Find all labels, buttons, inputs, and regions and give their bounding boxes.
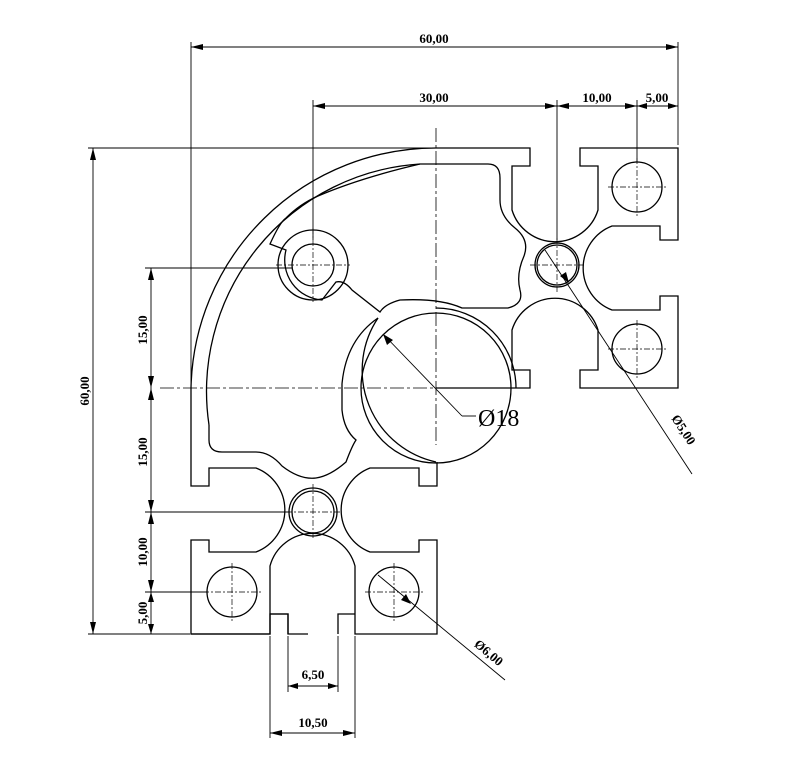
left-dimensions	[88, 147, 432, 635]
dim-slot-pitch-vertical: 10,00	[135, 537, 150, 566]
dim-edge-offset-left: 5,00	[135, 602, 150, 625]
dim-overall-width: 60,00	[419, 31, 448, 46]
dim-half-width: 30,00	[419, 90, 448, 105]
dim-small-hole-diameter: Ø5,00	[669, 412, 699, 448]
dim-upper-offset: 15,00	[135, 315, 150, 344]
center-lines	[160, 128, 666, 621]
top-dimensions	[190, 42, 679, 386]
diameter-leaders	[377, 249, 693, 681]
dim-slot-pitch: 10,00	[582, 90, 611, 105]
right-small-hole	[536, 244, 578, 286]
dim-slot-width: 10,50	[298, 715, 327, 730]
dim-lower-offset: 15,00	[135, 437, 150, 466]
bottom-dimensions	[269, 636, 356, 738]
dim-edge-offset-top: 5,00	[646, 90, 669, 105]
dim-center-bore: Ø18	[478, 406, 519, 432]
dim-corner-hole-diameter: Ø6,00	[471, 636, 506, 669]
dim-slot-opening: 6,50	[302, 667, 325, 682]
dim-overall-height: 60,00	[77, 376, 92, 405]
profile-outline	[190, 147, 679, 635]
